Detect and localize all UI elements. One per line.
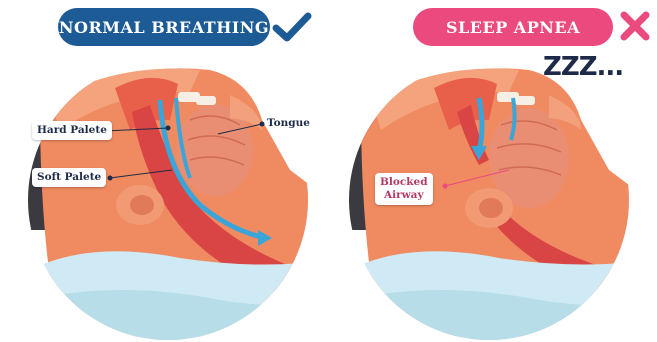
hard-palate-label: Hard Palete: [32, 121, 112, 140]
blocked-airway-label: Blocked Airway: [375, 173, 433, 205]
normal-breathing-panel: NORMAL BREATHING Hard Palete Soft Palete…: [0, 0, 328, 342]
tongue-label: Tongue: [267, 117, 310, 129]
soft-palate-label: Soft Palete: [32, 168, 106, 187]
cross-icon: [619, 10, 651, 42]
sleep-apnea-panel: SLEEP APNEA ZZZ... Blocked Airway: [329, 0, 657, 342]
sleep-apnea-title: SLEEP APNEA: [413, 8, 613, 46]
snore-text: ZZZ...: [543, 52, 623, 82]
check-icon: [272, 10, 312, 44]
normal-breathing-title: NORMAL BREATHING: [58, 8, 270, 46]
